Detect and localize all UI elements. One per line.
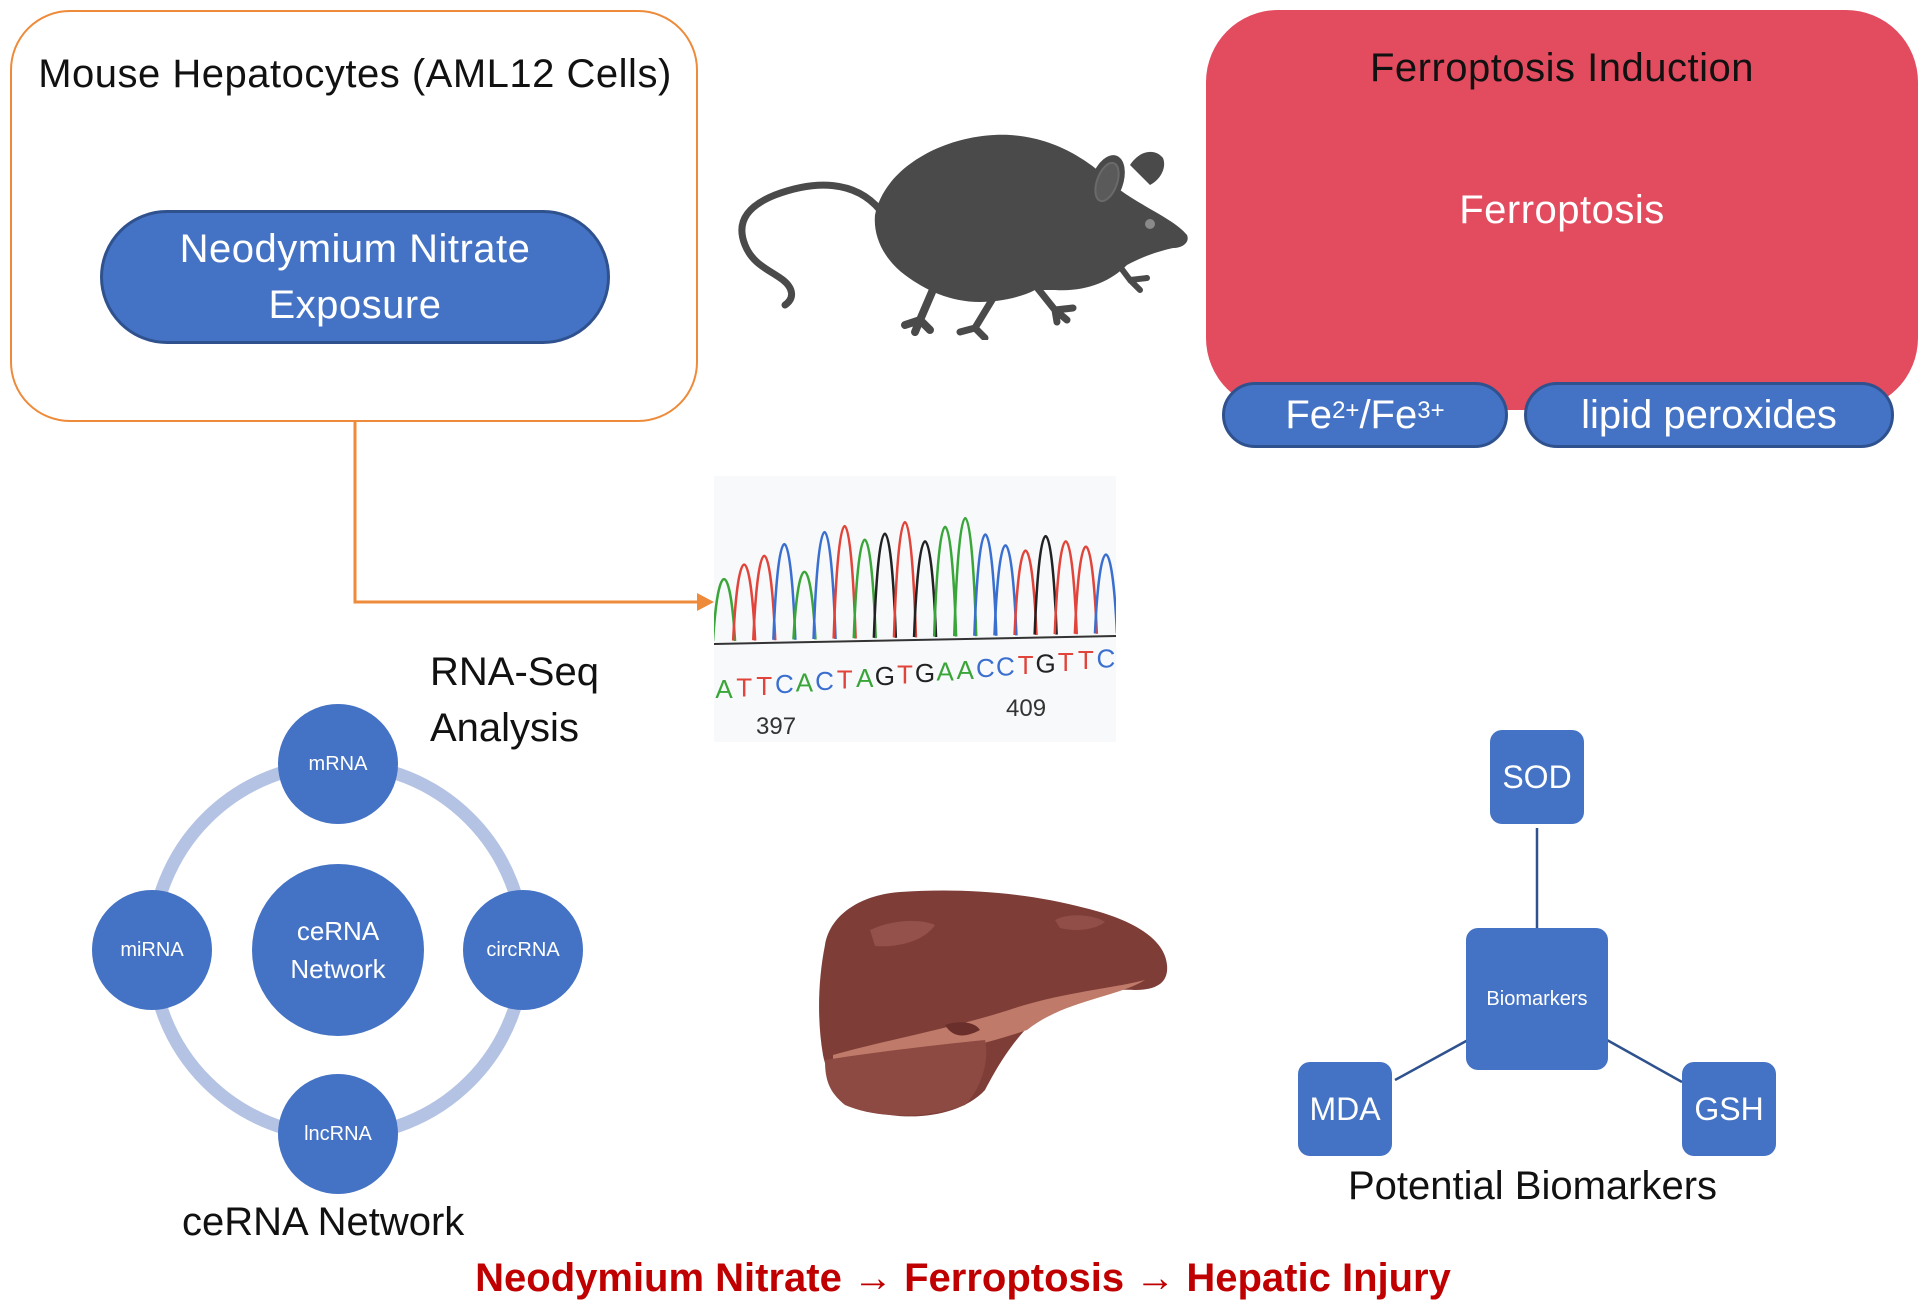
- ferroptosis-title: Ferroptosis Induction: [1369, 46, 1754, 90]
- cell-model-box: [10, 10, 698, 422]
- sequence-letter: G: [915, 658, 935, 688]
- chromatogram-peak: [772, 543, 797, 640]
- exposure-pill: Neodymium Nitrate Exposure: [100, 210, 610, 344]
- chromatogram-peak: [973, 533, 998, 636]
- chromatogram-baseline: [714, 635, 1116, 645]
- liver-icon: [819, 890, 1168, 1117]
- sequence-letter: C: [996, 652, 1015, 682]
- sequence-letter: C: [976, 653, 995, 683]
- chromatogram-peak: [953, 517, 978, 637]
- gsh-node: GSH: [1682, 1062, 1776, 1156]
- sequence-letter: A: [856, 663, 874, 693]
- sequence-letter: G: [875, 661, 895, 691]
- sequence-letter: C: [815, 666, 834, 696]
- iron-separator: /Fe: [1359, 392, 1418, 437]
- rna-seq-line-2: Analysis: [430, 706, 579, 750]
- sequence-letter: T: [1018, 650, 1034, 680]
- sequence-letter: A: [936, 656, 954, 686]
- rna-seq-line-1: RNA-Seq: [430, 650, 599, 694]
- exposure-line-1: Neodymium Nitrate: [179, 227, 531, 271]
- cell-model-title: Mouse Hepatocytes (AML12 Cells): [38, 52, 672, 96]
- sequence-letter: C: [1097, 644, 1116, 674]
- chromatogram-peak: [852, 538, 877, 639]
- chromatogram-peak: [1073, 545, 1099, 634]
- chromatogram-peak: [812, 530, 837, 640]
- cerna-center-node: ceRNA Network: [252, 864, 424, 1036]
- chromatogram-peak: [993, 544, 1018, 636]
- mirna-node: miRNA: [92, 890, 212, 1010]
- biomarkers-caption: Potential Biomarkers: [1348, 1164, 1718, 1208]
- biomarkers-center-node: Biomarkers: [1466, 928, 1608, 1070]
- ferroptosis-box: [1206, 10, 1918, 410]
- sequence-letter: T: [756, 671, 772, 701]
- lncrna-node: lncRNA: [278, 1074, 398, 1194]
- lipid-peroxides-pill: lipid peroxides: [1524, 382, 1894, 448]
- sequence-letter: A: [796, 668, 814, 698]
- sequence-letter: C: [775, 669, 794, 699]
- chromatogram-peak: [731, 563, 757, 641]
- chromatogram-peak: [892, 520, 918, 638]
- circrna-node: circRNA: [463, 890, 583, 1010]
- cerna-caption: ceRNA Network: [182, 1200, 465, 1244]
- pathway-summary: Neodymium Nitrate → Ferroptosis → Hepati…: [475, 1256, 1451, 1300]
- chromatogram-peak: [912, 540, 938, 638]
- chromatogram-peak: [832, 524, 857, 639]
- iron-base: Fe: [1285, 392, 1333, 437]
- ferroptosis-subtitle: Ferroptosis: [1459, 188, 1665, 232]
- sequence-letter: A: [715, 674, 733, 704]
- cerna-center-line-2: Network: [290, 954, 386, 984]
- position-label-2: 409: [1006, 695, 1046, 722]
- chromatogram-peak: [1053, 540, 1078, 635]
- chromatogram-peak: [752, 554, 777, 641]
- sequence-letter: T: [736, 672, 752, 702]
- rna-seq-label: RNA-Seq Analysis: [430, 644, 599, 756]
- chromatogram-peak: [932, 525, 958, 637]
- chromatogram-peak: [792, 570, 817, 640]
- chromatogram-peak: [872, 532, 898, 638]
- sod-node: SOD: [1490, 730, 1584, 824]
- chromatogram-peak: [1093, 553, 1116, 634]
- sequence-letter: T: [897, 660, 913, 690]
- chromatogram-peak: [714, 577, 737, 642]
- sequence-letter: T: [837, 664, 853, 694]
- mouse-icon: [738, 134, 1188, 340]
- exposure-line-2: Exposure: [268, 283, 442, 327]
- sequence-letter: G: [1036, 648, 1056, 678]
- chromatogram-peak: [1013, 549, 1038, 636]
- mrna-node: mRNA: [278, 704, 398, 824]
- position-label-1: 397: [756, 713, 796, 740]
- mda-node: MDA: [1298, 1062, 1392, 1156]
- sequence-letter: T: [1058, 647, 1074, 677]
- sequence-letter: A: [957, 655, 975, 685]
- cerna-center-line-1: ceRNA: [296, 916, 380, 946]
- chromatogram-peak: [1033, 535, 1058, 635]
- sequence-letter: T: [1078, 645, 1094, 675]
